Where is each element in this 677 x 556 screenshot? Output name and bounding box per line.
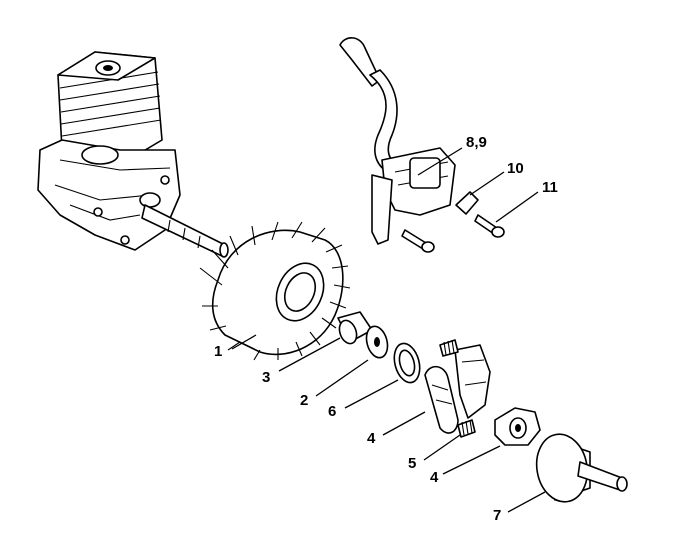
callout-6: 6 (328, 403, 336, 420)
callout-7: 7 (493, 507, 501, 524)
thrust-washer (393, 342, 421, 384)
callout-labels: 1 3 2 6 4 5 4 7 8,9 10 11 (214, 134, 558, 524)
spacer-and-screw (455, 191, 505, 238)
leader-3 (278, 337, 341, 372)
leader-5 (423, 434, 461, 461)
leader-2 (315, 359, 369, 397)
leader-7 (507, 491, 546, 513)
callout-5: 5 (408, 455, 416, 472)
callout-8-9: 8,9 (466, 134, 487, 151)
callout-2: 2 (300, 392, 308, 409)
leader-4b (442, 445, 501, 475)
callout-10: 10 (507, 160, 524, 177)
ignition-module (339, 37, 456, 253)
sleeve (337, 311, 373, 345)
callout-4b: 4 (430, 469, 439, 486)
leader-6 (344, 379, 399, 409)
clutch-drum (535, 433, 628, 503)
callout-4a: 4 (367, 430, 376, 447)
washer (365, 325, 389, 359)
engine-block (37, 51, 229, 258)
leader-11 (495, 191, 539, 223)
leader-1 (231, 334, 257, 350)
leader-lines (231, 147, 546, 513)
callout-1: 1 (214, 343, 222, 360)
flywheel (199, 221, 351, 361)
leader-4a (382, 411, 426, 436)
callout-3: 3 (262, 369, 270, 386)
leader-89 (417, 147, 463, 176)
callout-11: 11 (542, 179, 558, 196)
clutch-assembly (424, 339, 541, 446)
leader-10 (469, 171, 505, 196)
